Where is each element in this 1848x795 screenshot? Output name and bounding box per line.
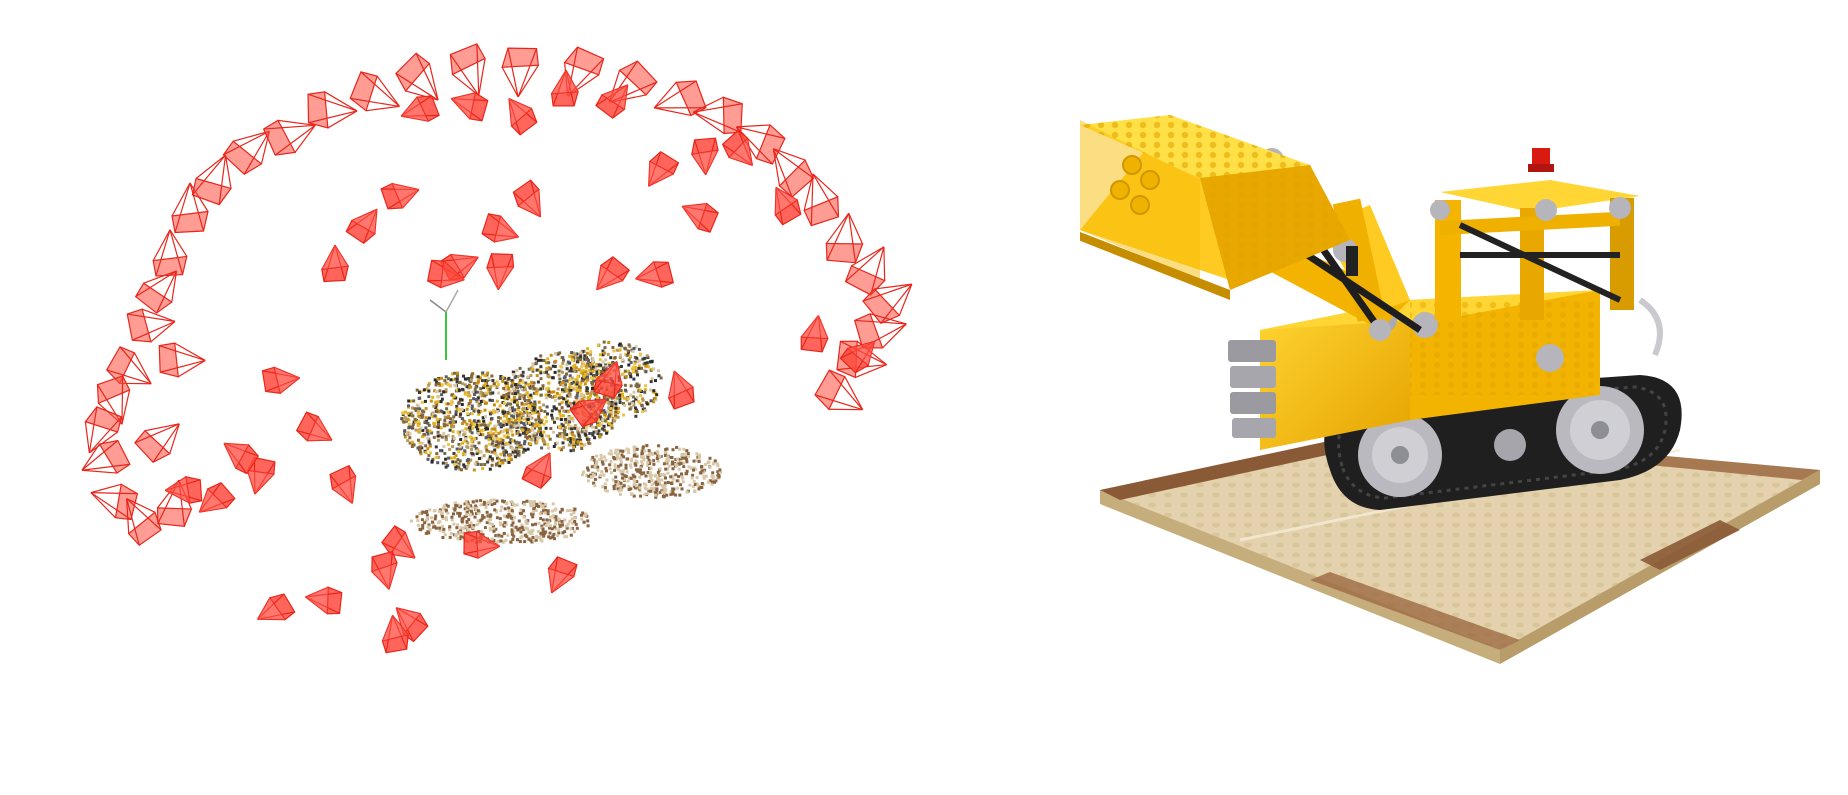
camera-frustum [134,270,178,314]
front-grille [1228,340,1276,438]
beacon-light [1532,148,1550,166]
camera-frustum [550,69,579,107]
camera-frustum [321,244,349,283]
camera-frustum [844,246,886,296]
camera-frustum [381,614,409,654]
track-wheel-front [1556,386,1644,474]
camera-frustum [156,479,193,527]
axis-z [445,289,459,313]
camera-frustum [772,148,815,198]
camera-pose-visualization [81,43,913,654]
camera-frustum [569,398,608,428]
camera-frustum [463,530,501,559]
camera-frustum [481,213,519,243]
camera-frustum [692,96,743,135]
camera-frustum [803,173,840,227]
camera-frustum [450,91,489,122]
camera-frustum [261,366,301,394]
camera-frustum [164,476,203,504]
camera-frustum [305,586,343,615]
camera-frustum [667,370,695,410]
baseplate [1100,430,1820,664]
camera-frustum [381,525,416,559]
camera-frustum [547,556,578,594]
camera-frustum [449,43,486,96]
camera-frustum [222,130,271,176]
camera-frustum [380,182,420,210]
camera-frustum [691,137,719,176]
camera-frustum [596,256,631,291]
camera-frustum [635,261,675,288]
camera-frustum [648,150,680,187]
camera-frustum [246,456,276,495]
camera-frustum [426,259,465,289]
camera-frustum [521,452,552,490]
camera-frustum [400,95,440,123]
camera-frustums [81,43,913,654]
loader-bucket [1080,115,1350,300]
camera-frustum [126,308,176,343]
camera-frustum [152,229,188,277]
camera-frustum [262,119,316,156]
camera-frustum [371,550,398,590]
camera-frustum [862,283,913,324]
world-axes [429,289,459,360]
camera-frustum [329,464,357,504]
camera-frustum [307,91,358,129]
camera-frustum [774,186,802,226]
camera-frustum [126,498,162,547]
cab-frame [1430,148,1640,320]
camera-frustum [595,84,629,119]
camera-frustum [486,253,515,291]
camera-frustum [512,179,542,218]
track-wheel-rear [1358,413,1442,497]
camera-frustum [90,483,139,521]
camera-frustum [223,442,260,475]
camera-frustum [653,80,707,117]
camera-frustum [295,411,333,442]
camera-frustum [800,315,829,353]
camera-frustum [84,406,123,454]
camera-frustum [345,208,378,245]
camera-frustum [839,340,876,374]
camera-frustum [721,129,754,166]
camera-frustum [681,202,719,233]
camera-frustum [191,154,232,206]
camera-frustum [134,423,180,463]
camera-frustum [256,593,296,621]
lego-bulldozer-render [1080,115,1820,664]
camera-frustum [158,342,206,378]
camera-frustum [593,360,623,399]
sparse-point-cloud [400,340,722,545]
camera-frustum [814,369,864,411]
camera-frustum [349,71,400,112]
camera-frustum [825,212,864,264]
camera-frustum [508,98,538,136]
camera-frustum [198,481,236,513]
camera-frustum [171,182,209,234]
camera-frustum [81,439,131,474]
camera-frustum [501,47,540,98]
axis-x [429,299,447,313]
